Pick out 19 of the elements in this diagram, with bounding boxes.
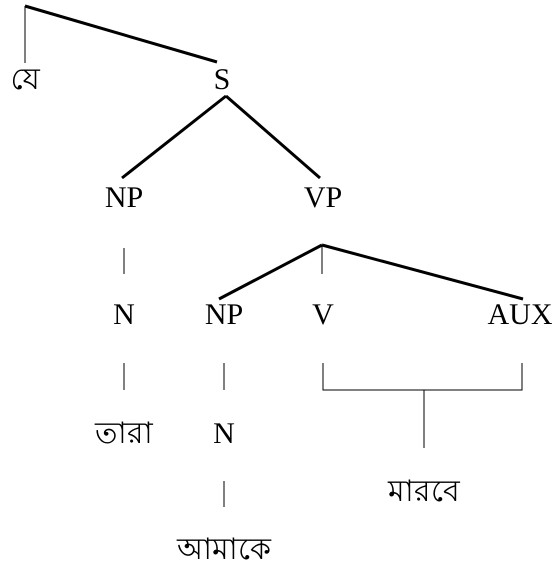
tree-branch [424,362,522,448]
tree-node-label: VP [302,178,344,245]
tree-node-label: NP [202,299,246,363]
tree-node-label: যে [8,33,42,95]
tree-node-label: তারা [93,390,155,450]
tree-node-label: V [310,274,336,363]
tree-node-label: S [212,62,232,96]
tree-node-label: N [211,390,237,481]
tree-node-label: NP [102,178,146,248]
tree-branch [24,6,26,64]
tree-node-label: মারবে [386,448,462,510]
tree-branch [225,94,321,180]
tree-branch [218,244,323,300]
tree-branch [24,4,218,64]
tree-branch [121,94,227,180]
tree-branch [322,244,524,300]
tree-node-label: AUX [486,299,553,363]
tree-node-label: N [111,274,137,363]
tree-node-label: আমাকে [175,507,273,566]
